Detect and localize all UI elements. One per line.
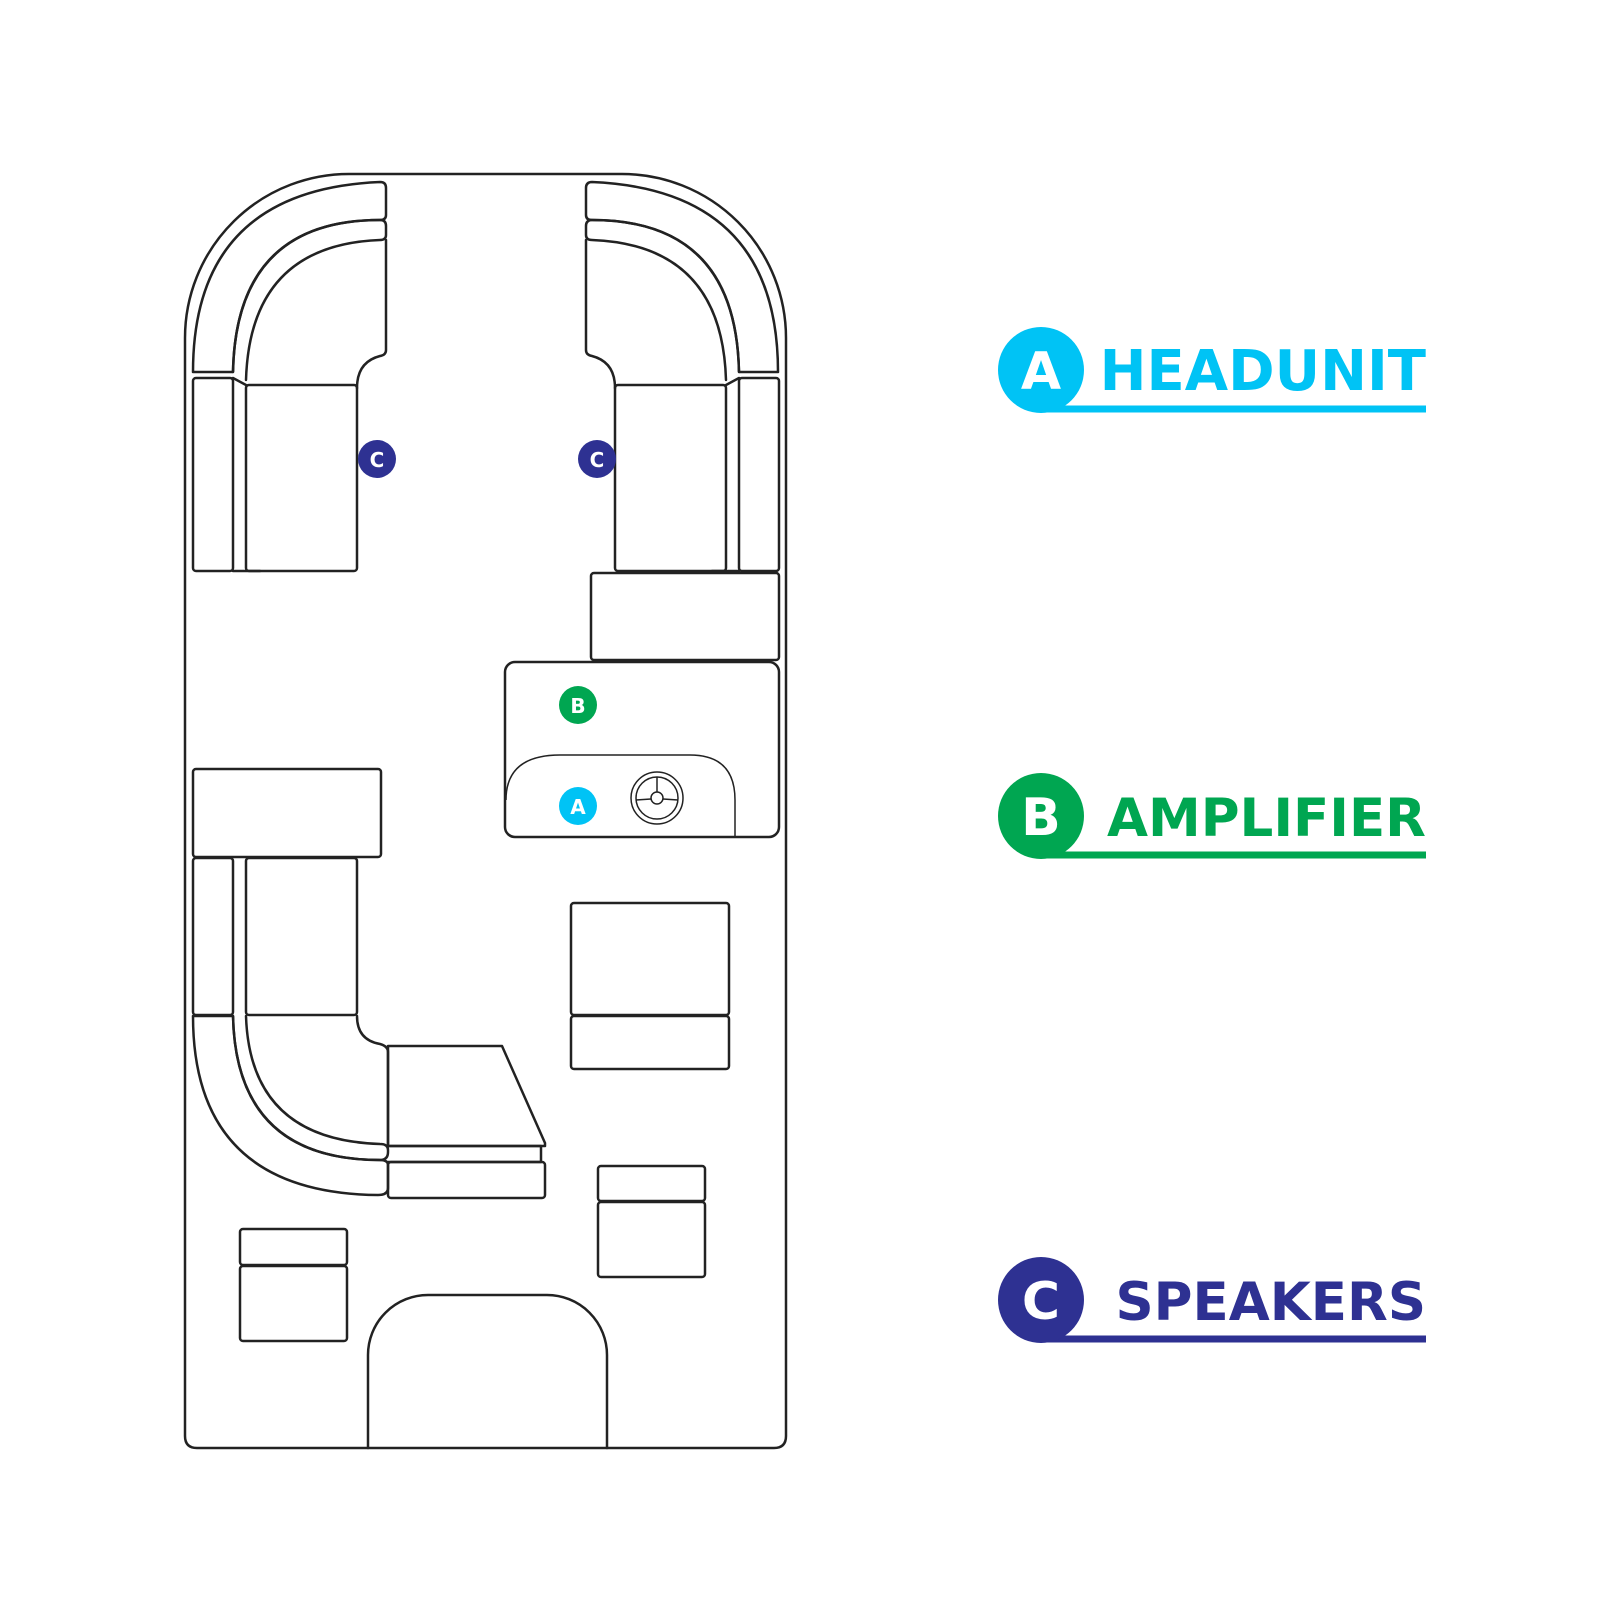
- legend-headunit-letter: A: [1021, 342, 1061, 402]
- legend-amplifier-badge: [998, 773, 1084, 859]
- helm-console: [503, 660, 781, 839]
- amplifier-marker-label: B: [570, 694, 585, 718]
- right-storage-block: [589, 571, 781, 662]
- steering-wheel-icon: [630, 771, 684, 825]
- left-rear-seat: [238, 1227, 349, 1343]
- right-rear-seat: [596, 1164, 707, 1279]
- legend-headunit-label: HEADUNIT: [1100, 339, 1426, 404]
- amplifier-marker: B: [559, 686, 597, 724]
- legend-amplifier: B AMPLIFIER: [998, 773, 1426, 859]
- legend-speakers-badge: [998, 1257, 1084, 1343]
- speaker-marker-right: C: [578, 440, 616, 478]
- rear-left-lounge: [191, 767, 390, 1197]
- rear-entry-gate: [366, 1293, 609, 1450]
- right-mid-seat: [569, 901, 731, 1071]
- rear-chaise-seat: [386, 1044, 547, 1200]
- legend-amplifier-label: AMPLIFIER: [1107, 788, 1426, 849]
- front-right-lounge: [584, 180, 781, 573]
- front-left-lounge: [191, 180, 388, 573]
- legend-amplifier-letter: B: [1021, 788, 1061, 848]
- speaker-marker-left: C: [358, 440, 396, 478]
- legend-speakers: C SPEAKERS: [998, 1257, 1426, 1343]
- boat-deck-outline: [183, 172, 788, 1450]
- legend-speakers-letter: C: [1022, 1272, 1060, 1332]
- speaker-marker-left-label: C: [370, 448, 385, 472]
- headunit-marker: A: [559, 787, 597, 825]
- legend-headunit-badge: [998, 327, 1084, 413]
- legend-headunit: A HEADUNIT: [998, 327, 1426, 413]
- speaker-marker-right-label: C: [590, 448, 605, 472]
- legend-speakers-label: SPEAKERS: [1116, 1272, 1427, 1333]
- headunit-marker-label: A: [570, 795, 586, 819]
